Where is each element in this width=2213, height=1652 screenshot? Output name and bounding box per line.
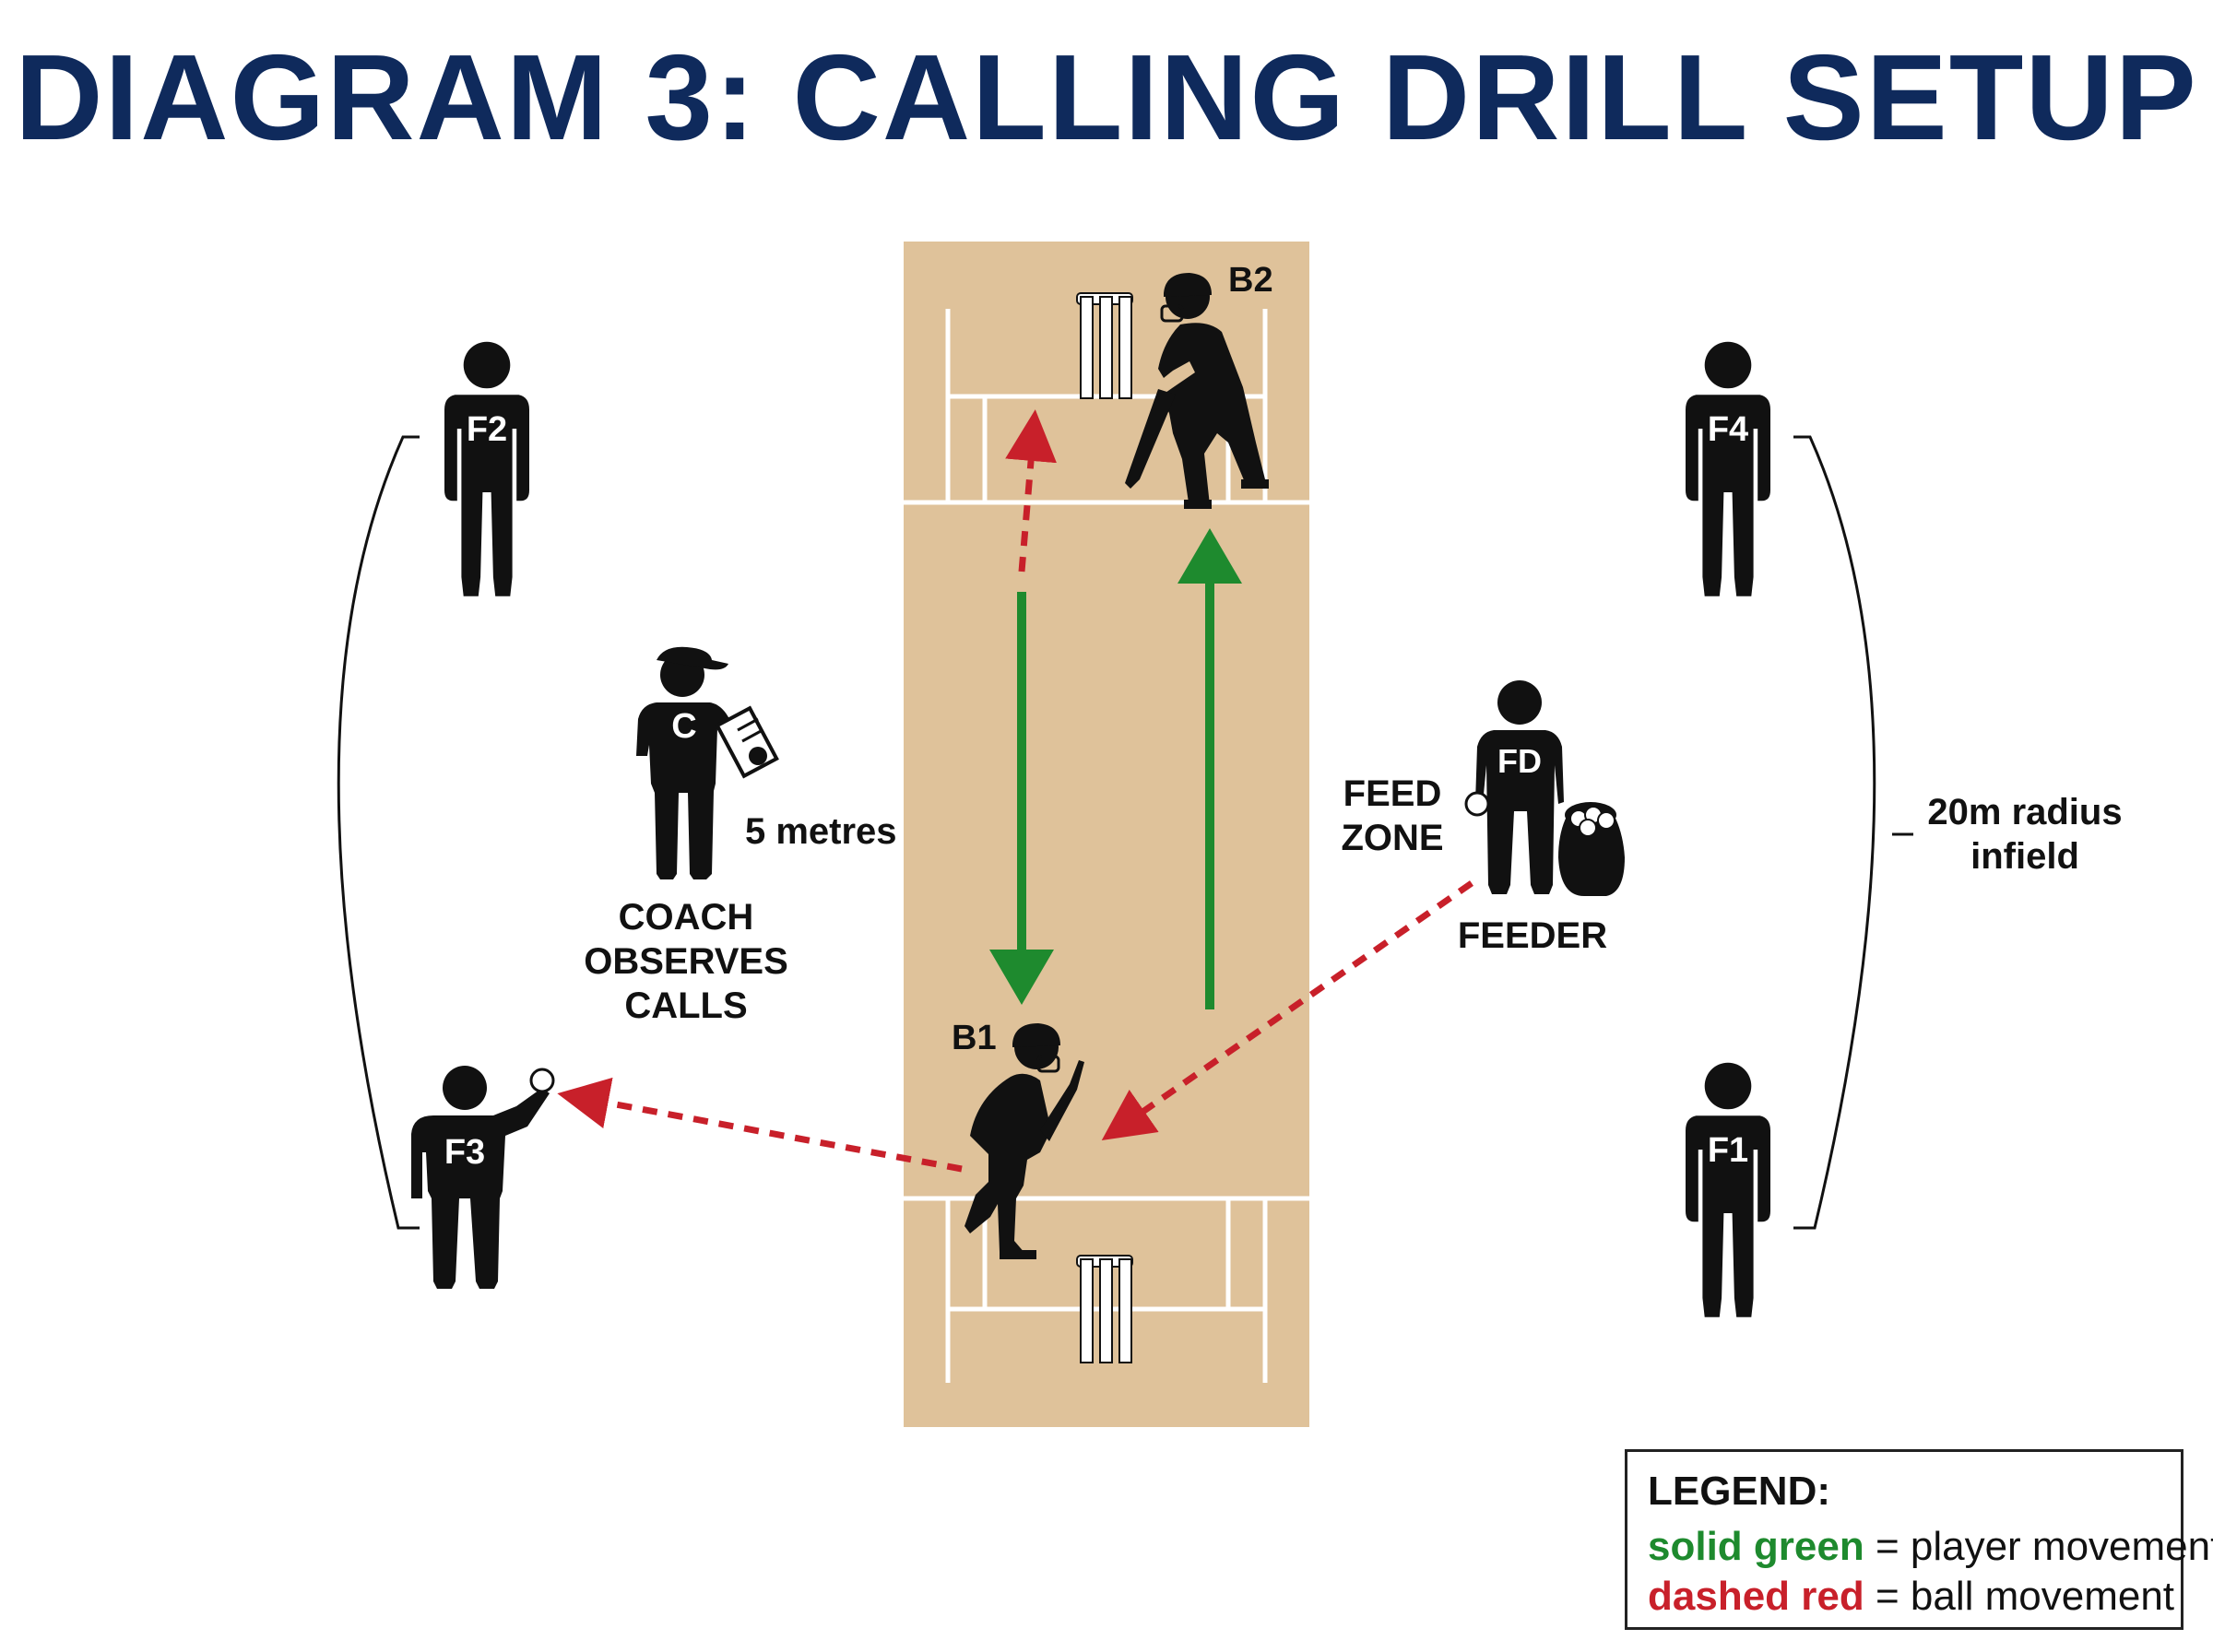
fielder-f3-label: F3	[444, 1133, 485, 1172]
coach-caption-line3: CALLS	[624, 985, 747, 1026]
feeder-label: FEEDER	[1458, 915, 1607, 956]
radius-label-line1: 20m radius	[1927, 792, 2122, 832]
ball-movement-arrow-throw	[557, 1077, 963, 1173]
feeder: FD	[1464, 680, 1564, 894]
feed-zone-line1: FEED	[1343, 773, 1442, 814]
infield-radius-arc-right	[1793, 435, 1913, 1230]
legend-green-desc: = player movement	[1864, 1524, 2213, 1569]
feed-zone-line2: ZONE	[1341, 818, 1443, 858]
legend-title: LEGEND:	[1648, 1469, 1830, 1514]
stumps-top	[1076, 292, 1133, 399]
fielder-f1: F1	[1686, 1062, 1770, 1317]
ball-movement-arrow-feed	[1101, 880, 1473, 1140]
batter-b2	[1125, 273, 1269, 509]
legend-green-key: solid green	[1648, 1524, 1864, 1569]
fielder-f2-label: F2	[467, 410, 507, 449]
coach-caption-line1: COACH	[619, 897, 754, 938]
ball-bag-icon	[1558, 802, 1625, 896]
stumps-bottom	[1076, 1255, 1133, 1363]
legend-row-green: solid green = player movement	[1648, 1522, 2213, 1572]
feeder-badge: FD	[1497, 742, 1542, 780]
fielder-f3: F3	[411, 1066, 555, 1289]
batter-b2-label: B2	[1228, 261, 1273, 300]
fielder-f1-label: F1	[1708, 1131, 1748, 1170]
infield-radius-arc-left	[337, 435, 420, 1230]
legend-box: LEGEND: solid green = player movement da…	[1625, 1449, 2213, 1630]
fielder-f4: F4	[1686, 341, 1770, 596]
legend-red-desc: = ball movement	[1864, 1574, 2175, 1619]
player-movement-arrow-down	[989, 592, 1054, 1005]
distance-label: 5 metres	[745, 811, 897, 852]
legend-red-key: dashed red	[1648, 1574, 1864, 1619]
coach-caption-line2: OBSERVES	[584, 941, 788, 982]
fielder-f4-label: F4	[1708, 410, 1748, 449]
radius-label-line2: infield	[1970, 836, 2079, 877]
player-movement-arrow-up	[1178, 528, 1242, 1009]
diagram-title: DIAGRAM 3: CALLING DRILL SETUP	[15, 30, 2198, 165]
coach: C	[636, 646, 779, 879]
coach-badge: C	[671, 707, 696, 746]
batter-b1-label: B1	[952, 1019, 997, 1057]
fielder-f2: F2	[444, 341, 529, 596]
legend-row-red: dashed red = ball movement	[1648, 1572, 2174, 1622]
batter-b1	[964, 1023, 1084, 1259]
